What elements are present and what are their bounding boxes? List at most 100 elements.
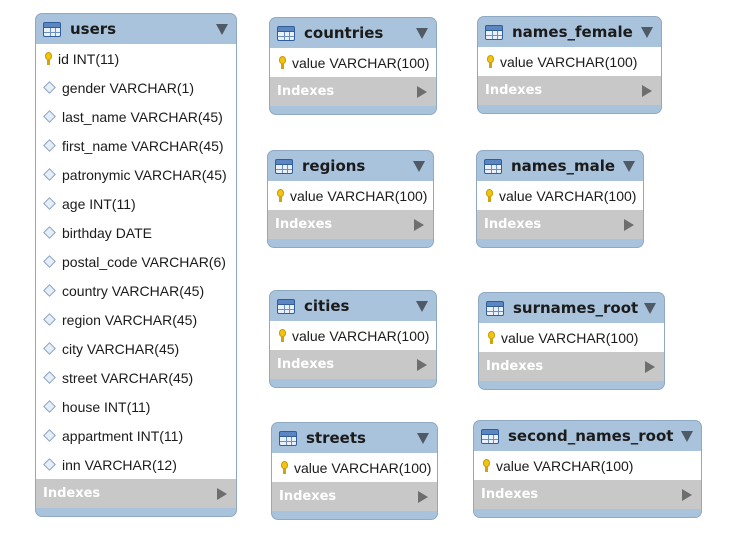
primary-key-icon [277, 189, 284, 202]
column-label: last_name VARCHAR(45) [62, 108, 223, 125]
column-row[interactable]: gender VARCHAR(1) [36, 73, 236, 102]
table-names-male[interactable]: names_male value VARCHAR(100) Indexes [476, 150, 644, 248]
expand-triangle-icon[interactable] [217, 487, 227, 500]
collapse-triangle-icon[interactable] [416, 300, 428, 312]
indexes-bar[interactable]: Indexes [272, 482, 437, 511]
expand-triangle-icon[interactable] [414, 218, 424, 231]
expand-triangle-icon[interactable] [645, 360, 655, 373]
indexes-label: Indexes [484, 217, 542, 232]
primary-key-icon [483, 459, 490, 472]
column-list: value VARCHAR(100) [268, 181, 433, 210]
primary-key-icon [279, 329, 286, 342]
column-diamond-icon [43, 168, 56, 181]
collapse-triangle-icon[interactable] [216, 23, 228, 35]
expand-triangle-icon[interactable] [642, 84, 652, 97]
indexes-label: Indexes [277, 357, 335, 372]
column-row[interactable]: patronymic VARCHAR(45) [36, 160, 236, 189]
table-surnames-root[interactable]: surnames_root value VARCHAR(100) Indexes [478, 292, 665, 390]
indexes-bar[interactable]: Indexes [270, 350, 436, 379]
table-title: streets [306, 429, 366, 447]
table-icon [484, 158, 502, 174]
table-footer [36, 508, 236, 516]
table-header[interactable]: cities [270, 291, 436, 321]
column-row[interactable]: appartment INT(11) [36, 421, 236, 450]
indexes-label: Indexes [279, 489, 337, 504]
table-title: second_names_root [508, 427, 674, 445]
table-users[interactable]: users id INT(11) gender VARCHAR(1) last_… [35, 13, 237, 517]
column-row[interactable]: birthday DATE [36, 218, 236, 247]
table-header[interactable]: streets [272, 423, 437, 453]
table-header[interactable]: countries [270, 18, 436, 48]
table-cities[interactable]: cities value VARCHAR(100) Indexes [269, 290, 437, 388]
table-countries[interactable]: countries value VARCHAR(100) Indexes [269, 17, 437, 115]
column-row[interactable]: value VARCHAR(100) [270, 48, 436, 77]
indexes-bar[interactable]: Indexes [479, 352, 664, 381]
column-row[interactable]: value VARCHAR(100) [479, 323, 664, 352]
table-regions[interactable]: regions value VARCHAR(100) Indexes [267, 150, 434, 248]
expand-triangle-icon[interactable] [682, 488, 692, 501]
table-second-names-root[interactable]: second_names_root value VARCHAR(100) Ind… [473, 420, 702, 518]
column-label: gender VARCHAR(1) [62, 79, 195, 96]
column-row[interactable]: house INT(11) [36, 392, 236, 421]
table-names-female[interactable]: names_female value VARCHAR(100) Indexes [477, 16, 662, 114]
column-list: value VARCHAR(100) [270, 321, 436, 350]
table-footer [478, 105, 661, 113]
collapse-triangle-icon[interactable] [416, 27, 428, 39]
column-label: first_name VARCHAR(45) [62, 137, 224, 154]
table-header[interactable]: names_male [477, 151, 643, 181]
column-row[interactable]: region VARCHAR(45) [36, 305, 236, 334]
table-header[interactable]: names_female [478, 17, 661, 47]
column-label: country VARCHAR(45) [62, 282, 205, 299]
indexes-bar[interactable]: Indexes [36, 479, 236, 508]
collapse-triangle-icon[interactable] [681, 430, 693, 442]
indexes-bar[interactable]: Indexes [478, 76, 661, 105]
column-row[interactable]: value VARCHAR(100) [474, 451, 701, 480]
table-footer [268, 239, 433, 247]
indexes-label: Indexes [43, 486, 101, 501]
column-row[interactable]: postal_code VARCHAR(6) [36, 247, 236, 276]
column-row[interactable]: last_name VARCHAR(45) [36, 102, 236, 131]
collapse-triangle-icon[interactable] [644, 302, 656, 314]
primary-key-icon [281, 461, 288, 474]
column-row[interactable]: first_name VARCHAR(45) [36, 131, 236, 160]
column-row[interactable]: value VARCHAR(100) [270, 321, 436, 350]
expand-triangle-icon[interactable] [417, 85, 427, 98]
column-row[interactable]: age INT(11) [36, 189, 236, 218]
column-diamond-icon [43, 284, 56, 297]
indexes-bar[interactable]: Indexes [474, 480, 701, 509]
column-row[interactable]: value VARCHAR(100) [477, 181, 643, 210]
column-row[interactable]: street VARCHAR(45) [36, 363, 236, 392]
column-row[interactable]: country VARCHAR(45) [36, 276, 236, 305]
table-icon [485, 24, 503, 40]
column-row[interactable]: value VARCHAR(100) [268, 181, 433, 210]
table-header[interactable]: second_names_root [474, 421, 701, 451]
column-diamond-icon [43, 429, 56, 442]
collapse-triangle-icon[interactable] [641, 26, 653, 38]
table-title: names_male [511, 157, 616, 175]
column-row[interactable]: city VARCHAR(45) [36, 334, 236, 363]
expand-triangle-icon[interactable] [417, 358, 427, 371]
indexes-bar[interactable]: Indexes [270, 77, 436, 106]
column-row[interactable]: inn VARCHAR(12) [36, 450, 236, 479]
expand-triangle-icon[interactable] [624, 218, 634, 231]
column-diamond-icon [43, 226, 56, 239]
collapse-triangle-icon[interactable] [623, 160, 635, 172]
indexes-label: Indexes [481, 487, 539, 502]
collapse-triangle-icon[interactable] [417, 432, 429, 444]
table-header[interactable]: surnames_root [479, 293, 664, 323]
column-row[interactable]: value VARCHAR(100) [272, 453, 437, 482]
table-header[interactable]: users [36, 14, 236, 44]
expand-triangle-icon[interactable] [418, 490, 428, 503]
table-title: names_female [512, 23, 633, 41]
indexes-bar[interactable]: Indexes [477, 210, 643, 239]
table-header[interactable]: regions [268, 151, 433, 181]
indexes-bar[interactable]: Indexes [268, 210, 433, 239]
column-list: value VARCHAR(100) [477, 181, 643, 210]
table-streets[interactable]: streets value VARCHAR(100) Indexes [271, 422, 438, 520]
collapse-triangle-icon[interactable] [413, 160, 425, 172]
column-row[interactable]: id INT(11) [36, 44, 236, 73]
table-icon [43, 21, 61, 37]
table-title: cities [304, 297, 350, 315]
column-row[interactable]: value VARCHAR(100) [478, 47, 661, 76]
column-label: inn VARCHAR(12) [62, 456, 177, 473]
